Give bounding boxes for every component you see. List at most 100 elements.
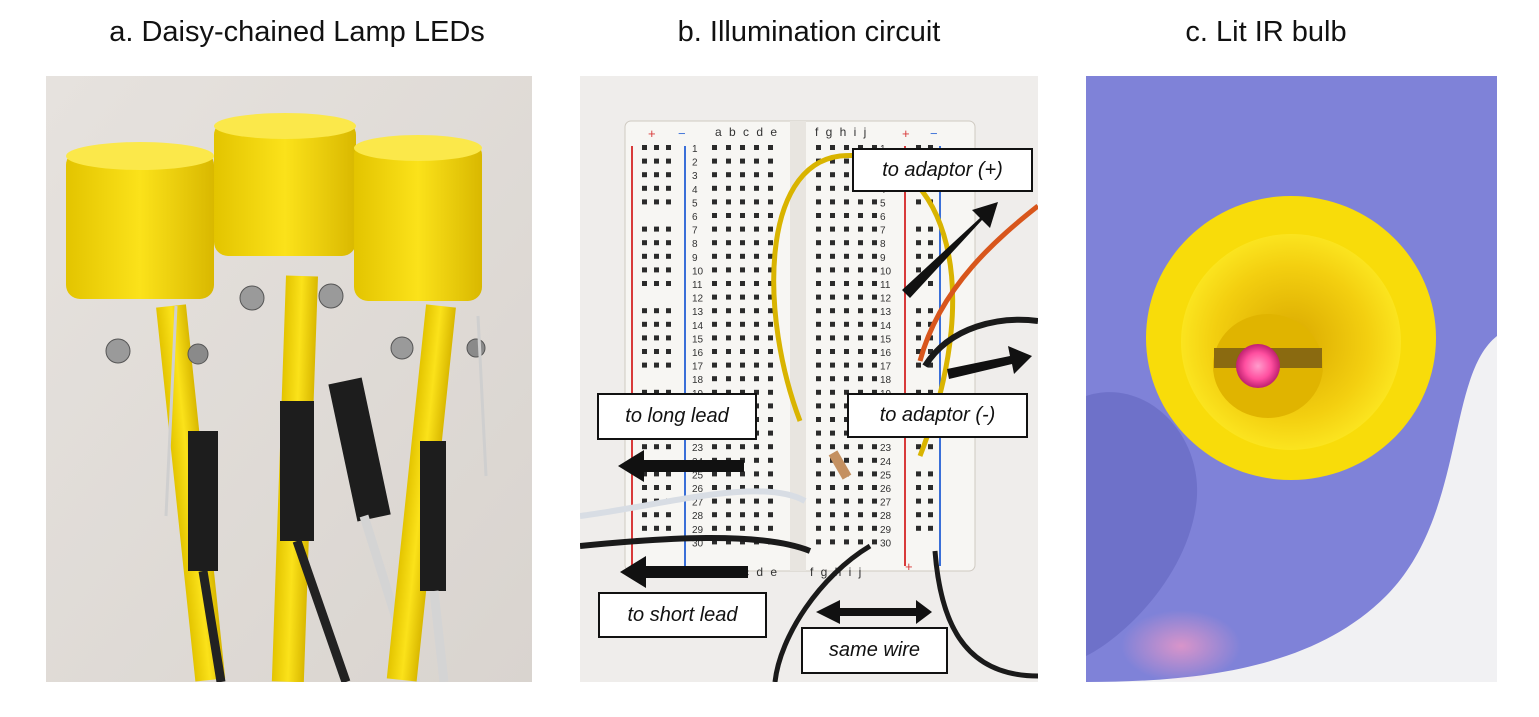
breadboard-hole bbox=[768, 349, 773, 354]
breadboard-hole bbox=[726, 485, 731, 490]
row-number-right: 16 bbox=[880, 348, 892, 359]
panel-b-title: b. Illumination circuit bbox=[677, 16, 941, 48]
breadboard-hole bbox=[754, 199, 759, 205]
breadboard-hole bbox=[740, 525, 745, 531]
breadboard-hole bbox=[858, 362, 863, 368]
breadboard-hole bbox=[754, 226, 759, 232]
row-number-left: 28 bbox=[692, 511, 704, 522]
breadboard-hole bbox=[768, 362, 773, 368]
rail-hole bbox=[916, 240, 921, 246]
row-number-right: 23 bbox=[880, 443, 892, 454]
breadboard-hole bbox=[844, 525, 849, 531]
breadboard-hole bbox=[768, 512, 773, 518]
row-number-left: 25 bbox=[692, 470, 704, 481]
rail-hole bbox=[642, 240, 647, 246]
breadboard-hole bbox=[816, 417, 821, 422]
row-number-left: 16 bbox=[692, 348, 704, 359]
breadboard-hole bbox=[858, 335, 863, 341]
breadboard-hole bbox=[858, 349, 863, 354]
breadboard-hole bbox=[726, 226, 731, 232]
breadboard-hole bbox=[726, 253, 731, 259]
rail-hole bbox=[666, 240, 671, 246]
breadboard-hole bbox=[768, 403, 773, 409]
black-wire-same-2 bbox=[932, 550, 1038, 679]
rail-hole bbox=[654, 362, 659, 368]
rail-hole bbox=[654, 199, 659, 205]
row-number-left: 1 bbox=[692, 144, 698, 155]
breadboard-hole bbox=[754, 525, 759, 531]
lamp-2 bbox=[214, 113, 421, 682]
breadboard-hole bbox=[844, 267, 849, 273]
rail-hole bbox=[654, 145, 659, 150]
breadboard-hole bbox=[844, 403, 849, 409]
arrows bbox=[618, 202, 1032, 624]
breadboard-hole bbox=[830, 512, 835, 518]
rail-hole bbox=[654, 389, 659, 395]
rail-hole bbox=[642, 281, 647, 286]
breadboard-hole bbox=[712, 471, 717, 477]
breadboard-hole bbox=[858, 321, 863, 327]
rail-hole bbox=[928, 525, 933, 531]
breadboard-hole bbox=[740, 240, 745, 246]
breadboard-hole bbox=[872, 240, 877, 246]
yellow-jumper-wire bbox=[771, 153, 956, 457]
breadboard-hole bbox=[740, 512, 745, 518]
breadboard-hole bbox=[858, 145, 863, 150]
breadboard-hole bbox=[844, 226, 849, 232]
breadboard-hole bbox=[712, 362, 717, 368]
breadboard-hole bbox=[844, 321, 849, 327]
breadboard-hole bbox=[816, 145, 821, 150]
breadboard-hole bbox=[872, 485, 877, 490]
breadboard-hole bbox=[754, 512, 759, 518]
breadboard-hole bbox=[816, 213, 821, 218]
row-number-right: 14 bbox=[880, 321, 892, 332]
breadboard-hole bbox=[844, 498, 849, 504]
rail-hole bbox=[642, 267, 647, 273]
breadboard-hole bbox=[726, 158, 731, 164]
breadboard-hole bbox=[768, 145, 773, 150]
rail-hole bbox=[928, 512, 933, 518]
breadboard-hole bbox=[768, 240, 773, 246]
rail-hole bbox=[666, 199, 671, 205]
breadboard-hole bbox=[740, 281, 745, 286]
row-number-left: 18 bbox=[692, 375, 704, 386]
row-number-left: 13 bbox=[692, 307, 704, 318]
breadboard-hole bbox=[726, 213, 731, 218]
breadboard-hole bbox=[872, 539, 877, 545]
breadboard-hole bbox=[858, 267, 863, 273]
rail-hole bbox=[642, 335, 647, 341]
breadboard-hole bbox=[712, 226, 717, 232]
breadboard-hole bbox=[740, 321, 745, 327]
breadboard-hole bbox=[712, 253, 717, 259]
breadboard-hole bbox=[768, 172, 773, 178]
breadboard-hole bbox=[754, 308, 759, 314]
breadboard-hole bbox=[740, 308, 745, 314]
rail-hole bbox=[928, 498, 933, 504]
breadboard-hole bbox=[712, 512, 717, 518]
breadboard-hole bbox=[726, 525, 731, 531]
breadboard-hole bbox=[740, 158, 745, 164]
breadboard-hole bbox=[872, 389, 877, 395]
rail-hole bbox=[654, 471, 659, 477]
rail-hole bbox=[654, 226, 659, 232]
rail-hole bbox=[654, 253, 659, 259]
breadboard-hole bbox=[712, 294, 717, 300]
breadboard-hole bbox=[844, 430, 849, 436]
breadboard-hole bbox=[816, 294, 821, 300]
rail-hole bbox=[642, 308, 647, 314]
breadboard-hole bbox=[754, 158, 759, 164]
breadboard-hole bbox=[712, 267, 717, 273]
breadboard-hole bbox=[872, 226, 877, 232]
breadboard-hole bbox=[816, 362, 821, 368]
breadboard-hole bbox=[726, 389, 731, 395]
rail-hole bbox=[666, 335, 671, 341]
column-labels-right: f g h i j bbox=[815, 125, 868, 139]
breadboard-hole bbox=[726, 294, 731, 300]
breadboard-hole bbox=[740, 444, 745, 450]
rail-hole bbox=[666, 525, 671, 531]
breadboard-hole bbox=[726, 199, 731, 205]
breadboard-hole bbox=[844, 349, 849, 354]
row-number-right: 27 bbox=[880, 498, 892, 509]
breadboard-hole bbox=[858, 281, 863, 286]
breadboard-hole bbox=[816, 253, 821, 259]
